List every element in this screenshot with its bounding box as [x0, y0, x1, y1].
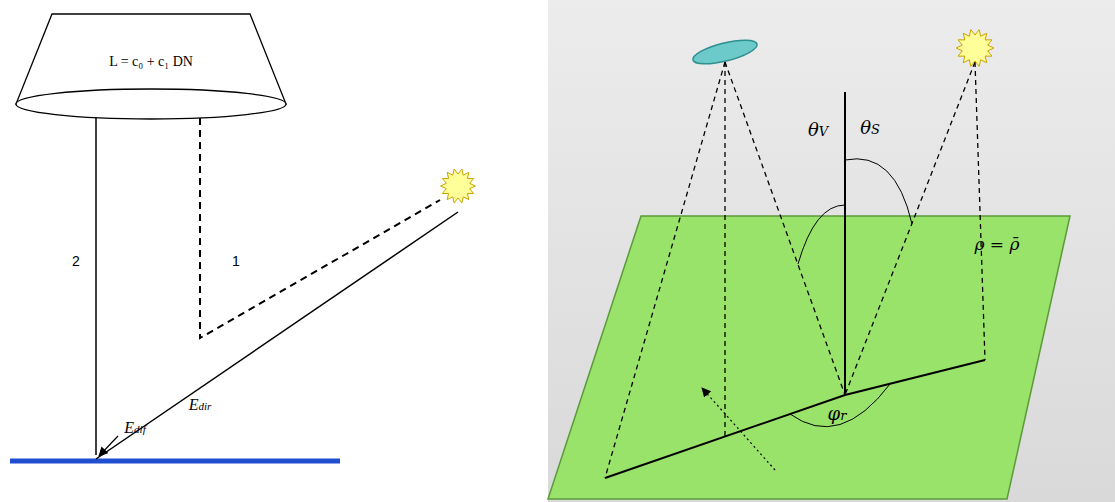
- surface-normal: [844, 92, 846, 395]
- ground-surface: [10, 459, 340, 464]
- irradiance-label: Edif: [124, 419, 145, 437]
- sun-rays: [441, 169, 476, 203]
- sun-symbol: [441, 169, 476, 203]
- direct-beam: [96, 212, 458, 459]
- view-zenith-label: θV: [808, 120, 828, 140]
- irradiance-label: Edir: [189, 396, 212, 414]
- path-line: [95, 118, 97, 455]
- sun-zenith-label: θS: [860, 118, 880, 138]
- sun-symbol: [956, 30, 994, 67]
- angle-arc: [845, 159, 912, 224]
- sensor-box: L = c₀ + c₁ DN: [14, 12, 288, 122]
- path-number: 1: [232, 254, 240, 269]
- sun-rays: [956, 30, 994, 67]
- sensor-lens: [691, 35, 759, 68]
- sensor-equation: L = c₀ + c₁ DN: [109, 54, 193, 69]
- path-number: 2: [72, 254, 80, 269]
- surface-plane: ρ = ρ̄ φr: [545, 214, 1072, 501]
- surface-plane-outline: [545, 214, 1072, 501]
- reflectance-label: ρ = ρ̄: [974, 235, 1019, 254]
- path-line-dashed: [200, 118, 440, 338]
- azimuth-label: φr: [828, 404, 847, 424]
